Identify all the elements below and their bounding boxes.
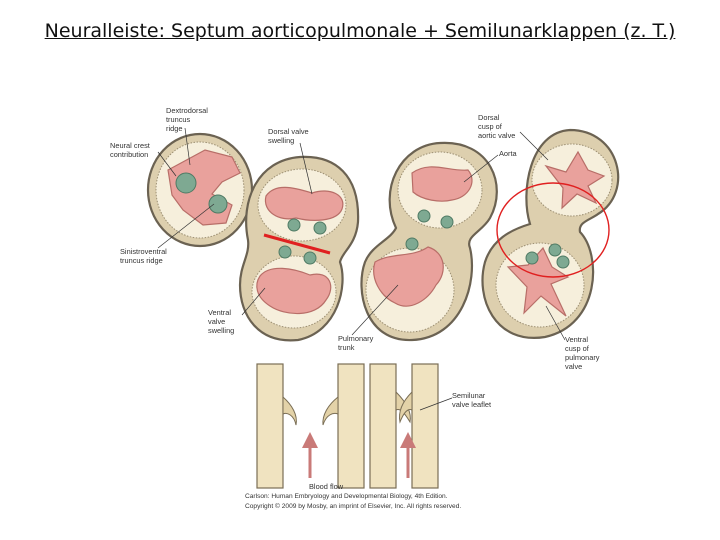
stage-2-cross-section — [238, 155, 360, 342]
label-dorsal-valve-swelling: Dorsal valve swelling — [268, 127, 311, 145]
leader-lines — [157, 127, 566, 411]
label-semilunar-valve-leaflet: Semilunar valve leaflet — [452, 391, 491, 409]
stage-3-cross-section — [360, 141, 498, 342]
highlight-ellipse — [496, 182, 610, 278]
longitudinal-section-right — [369, 363, 439, 489]
stage-4-cross-section — [481, 128, 620, 339]
label-ventral-valve-swelling: Ventral valve swelling — [208, 308, 234, 335]
septum-marker-line — [263, 233, 331, 255]
label-dorsal-cusp-aortic-valve: Dorsal cusp of aortic valve — [478, 113, 515, 140]
slide-title: Neuralleiste: Septum aorticopulmonale + … — [44, 20, 676, 42]
label-aorta: Aorta — [499, 149, 518, 158]
longitudinal-section-left — [256, 363, 365, 489]
label-ventral-cusp-pulmonary-valve: Ventral cusp of pulmonary valve — [565, 335, 602, 371]
label-blood-flow: Blood flow — [309, 482, 344, 491]
label-sinistroventral-truncus-ridge: Sinistroventral truncus ridge — [120, 247, 169, 265]
figure-caption: Carlson: Human Embryology and Developmen… — [245, 493, 461, 510]
label-dextrodorsal-truncus-ridge: Dextrodorsal truncus ridge — [166, 106, 210, 133]
stage-1-cross-section — [146, 132, 254, 248]
label-pulmonary-trunk: Pulmonary trunk — [338, 334, 375, 352]
label-neural-crest-contribution: Neural crest contribution — [110, 141, 152, 159]
